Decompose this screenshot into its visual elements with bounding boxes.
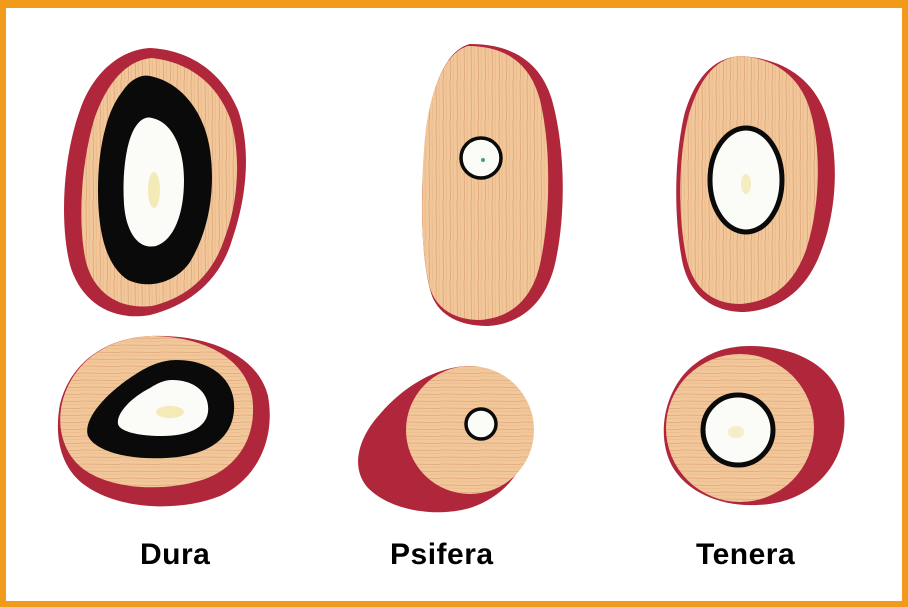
tenera-cross-embryo	[728, 426, 744, 438]
label-dura: Dura	[140, 538, 210, 572]
psifera-long-kernel	[461, 138, 501, 178]
dura-long-embryo	[148, 172, 160, 208]
label-tenera: Tenera	[696, 538, 795, 572]
dura-longitudinal-fruit	[64, 48, 246, 316]
psifera-cross-fruit	[358, 366, 534, 512]
tenera-longitudinal-fruit	[676, 56, 835, 312]
psifera-longitudinal-fruit	[422, 44, 563, 326]
tenera-cross-fruit	[664, 346, 845, 505]
dura-cross-embryo	[156, 406, 184, 418]
psifera-long-mesocarp	[422, 46, 548, 320]
dura-cross-fruit	[58, 336, 270, 506]
psifera-cross-kernel	[466, 409, 496, 439]
psifera-long-embryo	[481, 158, 485, 162]
tenera-long-embryo	[741, 174, 751, 194]
label-psifera: Psifera	[390, 538, 494, 572]
